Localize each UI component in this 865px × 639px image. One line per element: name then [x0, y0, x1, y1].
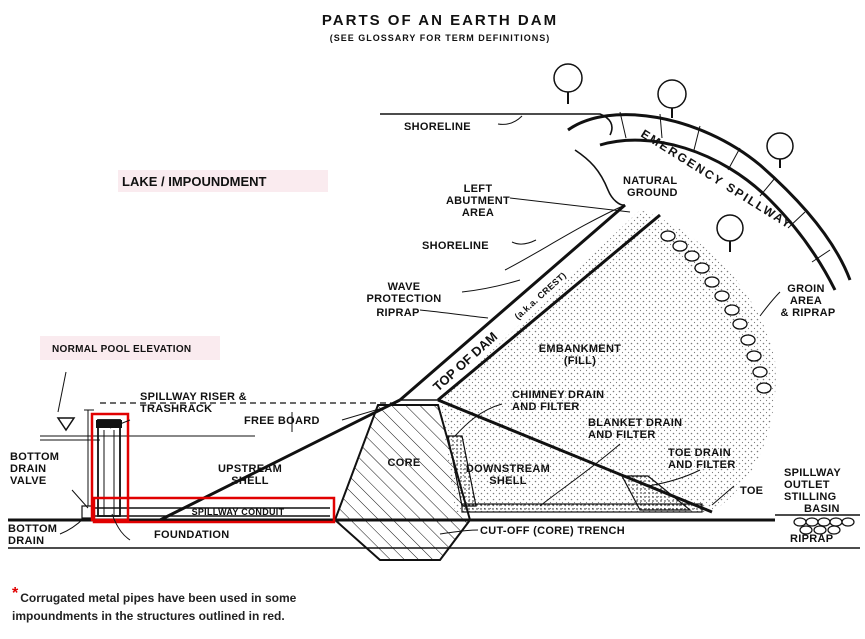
- outlet-riprap-stones: [793, 517, 855, 535]
- upstream-shell-label-2: SHELL: [231, 475, 269, 487]
- upstream-slope: [159, 398, 401, 522]
- spillway-tick-7: [811, 249, 831, 263]
- bottom-drain-valve-label-1: BOTTOM: [10, 451, 59, 463]
- left-abutment-label-3: AREA: [462, 207, 494, 219]
- bottom-drain-label-1: BOTTOM: [8, 523, 57, 535]
- abutment-profile: [574, 149, 626, 206]
- blanket-drain-label-2: AND FILTER: [588, 429, 656, 441]
- normal-pool-highlight: [40, 336, 220, 360]
- footnote: *Corrugated metal pipes have been used i…: [12, 585, 372, 625]
- outlet-label-2: OUTLET: [784, 479, 830, 491]
- trashrack: [96, 420, 122, 428]
- lake-impoundment-label: LAKE / IMPOUNDMENT: [122, 174, 267, 189]
- tree-icon: [657, 79, 687, 118]
- bottom-drain-valve-label-3: VALVE: [10, 475, 47, 487]
- spillway-riser: [97, 419, 121, 517]
- outlet-label-3: STILLING: [784, 491, 837, 503]
- blanket-drain-label-1: BLANKET DRAIN: [588, 417, 682, 429]
- groin-label-2: AREA: [790, 295, 822, 307]
- lake-label-highlight: [118, 170, 328, 192]
- wave-protection-label-2: PROTECTION: [366, 293, 441, 305]
- upstream-shell-label-1: UPSTREAM: [218, 463, 282, 475]
- chimney-drain-label-1: CHIMNEY DRAIN: [512, 389, 604, 401]
- groin-label-1: GROIN: [787, 283, 825, 295]
- tree-icon: [766, 132, 794, 168]
- bottom-drain-valve-icon: [81, 505, 93, 519]
- shoreline-mid-line: [504, 204, 626, 271]
- shoreline-mid-label: SHORELINE: [422, 240, 489, 252]
- spillway-tick-3: [693, 125, 701, 151]
- embankment-label-2: (FILL): [564, 355, 596, 367]
- spillway-tick-1: [619, 111, 627, 139]
- red-outline-conduit: [92, 496, 336, 524]
- toe-label: TOE: [740, 485, 763, 497]
- spillway-conduit-label: SPILLWAY CONDUIT: [192, 507, 285, 517]
- spillway-tick-5: [759, 177, 776, 197]
- natural-ground-label-2: GROUND: [627, 187, 678, 199]
- shoreline-top-line: [380, 113, 613, 136]
- normal-pool-leader: [57, 371, 67, 413]
- chimney-drain-label-2: AND FILTER: [512, 401, 580, 413]
- spillway-tick-2: [659, 113, 663, 139]
- normal-pool-elevation-label: NORMAL POOL ELEVATION: [52, 344, 191, 355]
- core-label: CORE: [388, 457, 421, 469]
- diagram-title: PARTS OF AN EARTH DAM: [322, 12, 558, 29]
- spillway-tick-6: [787, 211, 806, 229]
- footnote-asterisk: *: [12, 585, 19, 602]
- embankment-label-1: EMBANKMENT: [539, 343, 621, 355]
- red-outline-riser: [90, 412, 130, 522]
- shoreline-top-label: SHORELINE: [404, 121, 471, 133]
- toe-drain: [621, 475, 692, 511]
- cutoff-trench-label: CUT-OFF (CORE) TRENCH: [480, 525, 625, 537]
- downstream-shell-label-1: DOWNSTREAM: [466, 463, 550, 475]
- riprap-label: RIPRAP: [790, 533, 833, 545]
- wave-protection-label-1: WAVE: [388, 281, 421, 293]
- left-abutment-label-1: LEFT: [464, 183, 493, 195]
- crest-upper-edge: [399, 203, 626, 402]
- spillway-outer-edge: [567, 113, 852, 281]
- downstream-shell-label-2: SHELL: [489, 475, 527, 487]
- left-abutment-label-2: ABUTMENT: [446, 195, 510, 207]
- water-level-triangle-icon: [56, 417, 76, 432]
- freeboard-label: FREE BOARD: [244, 415, 320, 427]
- wave-protection-label-3: RIPRAP: [376, 307, 419, 319]
- crest-lower-edge: [437, 213, 661, 402]
- spillway-riser-label-2: TRASHRACK: [140, 403, 212, 415]
- toe-drain-label-2: AND FILTER: [668, 459, 736, 471]
- tree-icon: [553, 63, 583, 104]
- groin-label-3: & RIPRAP: [781, 307, 836, 319]
- outlet-label-1: SPILLWAY: [784, 467, 841, 479]
- bottom-drain-label-2: DRAIN: [8, 535, 44, 547]
- natural-ground-label-1: NATURAL: [623, 175, 677, 187]
- leader-lines: [59, 115, 781, 541]
- toe-drain-label-1: TOE DRAIN: [668, 447, 731, 459]
- foundation-label: FOUNDATION: [154, 529, 230, 541]
- footnote-text: Corrugated metal pipes have been used in…: [12, 591, 297, 623]
- spillway-tick-4: [727, 147, 741, 171]
- groin-riprap-stones: [660, 230, 772, 394]
- blanket-drain: [461, 503, 703, 513]
- diagram-subtitle: (SEE GLOSSARY FOR TERM DEFINITIONS): [330, 33, 551, 43]
- spillway-riser-label-1: SPILLWAY RISER &: [140, 391, 247, 403]
- bottom-drain-valve-label-2: DRAIN: [10, 463, 46, 475]
- outlet-label-4: BASIN: [804, 503, 840, 515]
- tree-icon: [716, 214, 744, 252]
